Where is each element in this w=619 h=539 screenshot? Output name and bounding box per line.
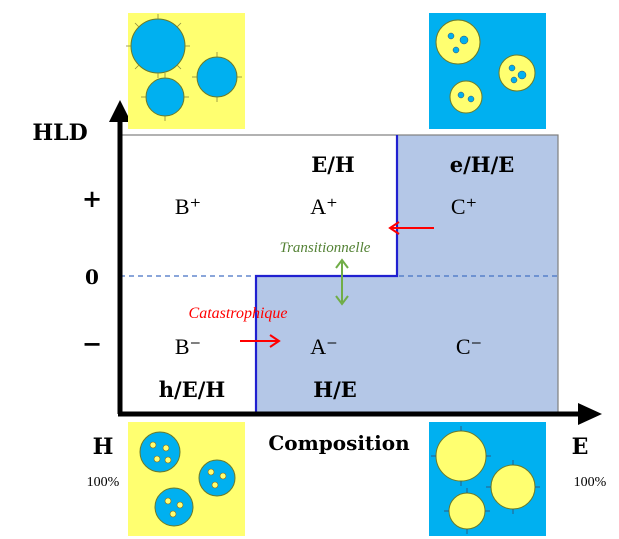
left-end-percent: 100% [87,475,120,490]
catastrophic-arrow [240,334,281,348]
y-axis-label: HLD [32,120,87,146]
x-axis-label: Composition [268,431,410,455]
transitional-label: Transitionnelle [280,240,371,256]
region-type-top-middle: E/H [311,152,355,177]
right-end-percent: 100% [574,475,607,490]
zero-label: 0 [85,265,99,289]
drop-icon [435,19,536,114]
catastrophic-label: Catastrophique [189,305,288,322]
transitional-double-arrow [335,258,349,306]
inversion-arrow-top [388,221,434,235]
plus-label: + [82,184,102,213]
water-external-region [256,135,558,414]
region-type-bottom-left: h/E/H [159,377,225,402]
emulsion-thumbnail-top-right [429,13,546,129]
drop-icon [139,431,236,527]
region-c-plus: C⁺ [451,194,477,219]
left-end-label: H [93,434,114,460]
region-c-minus: C⁻ [456,334,482,359]
x-axis-arrowhead [578,403,602,425]
region-b-plus: B⁺ [175,194,201,219]
emulsion-thumbnail-top-left [126,13,245,129]
inversion-boundary-line [254,135,399,414]
y-axis-arrowhead [109,100,131,122]
drop-icon [435,430,536,530]
minus-label: − [82,329,102,358]
region-a-plus: A⁺ [310,194,338,219]
region-a-minus: A⁻ [310,334,338,359]
emulsion-thumbnail-bottom-right [429,422,546,536]
region-type-top-right: e/H/E [450,152,515,177]
emulsion-thumbnail-bottom-left [128,422,245,536]
right-end-label: E [572,434,589,460]
region-type-bottom-middle: H/E [313,377,357,402]
region-b-minus: B⁻ [175,334,201,359]
